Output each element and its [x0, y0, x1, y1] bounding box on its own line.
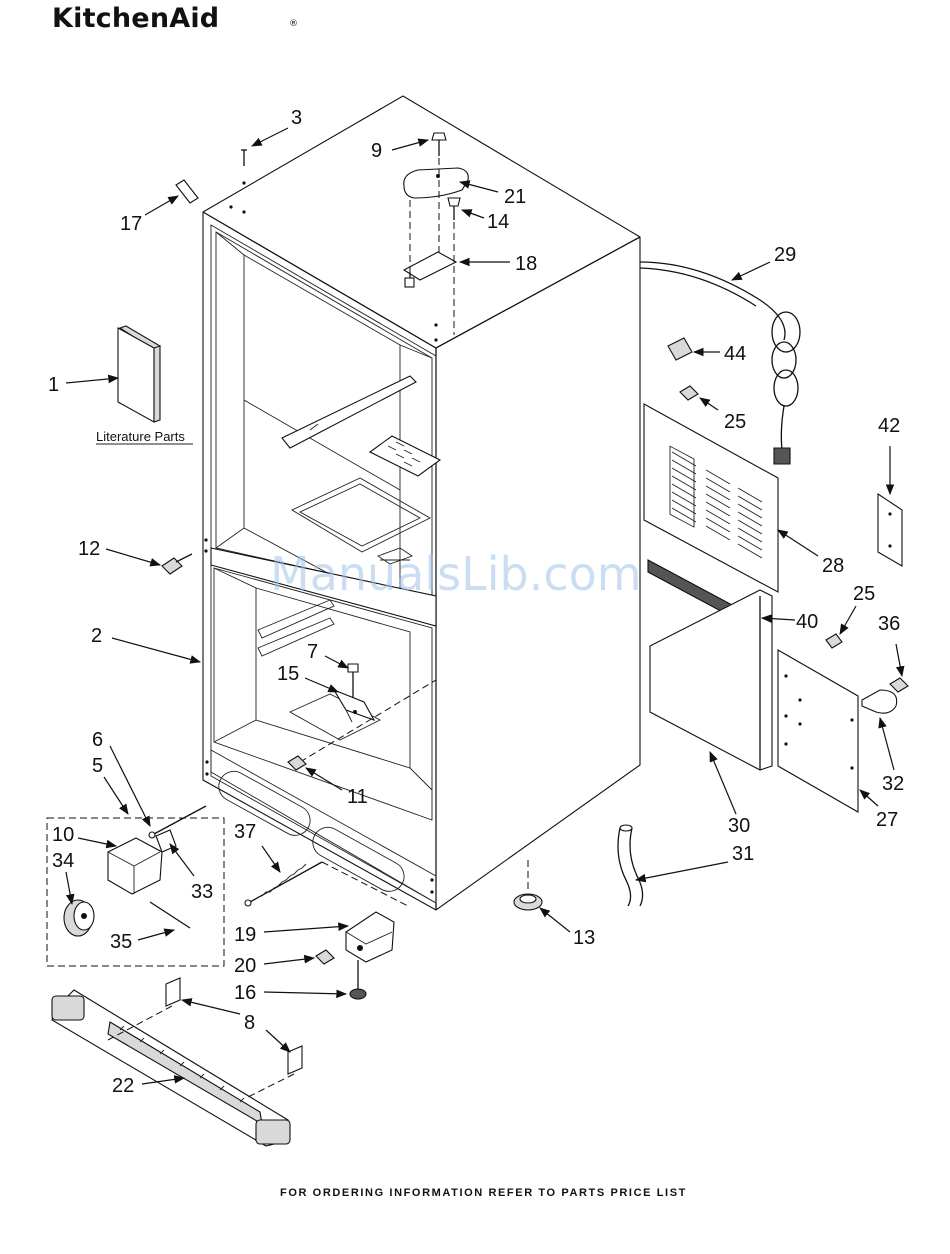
registered-mark: ® [289, 19, 298, 29]
callout-27: 27 [876, 809, 898, 831]
callout-12: 12 [78, 538, 100, 560]
screw-part-25-lower [826, 634, 842, 648]
plate-part-42 [878, 494, 902, 566]
bolt-part-8 [149, 806, 206, 838]
callout-34: 34 [52, 850, 74, 872]
callout-25-lower: 25 [853, 583, 875, 605]
callout-19: 19 [234, 924, 256, 946]
callout-35: 35 [110, 931, 132, 953]
screw-part-20 [316, 950, 334, 964]
callout-13: 13 [573, 927, 595, 949]
callout-37: 37 [234, 821, 256, 843]
callout-1: 1 [48, 374, 59, 396]
screw-part-36 [890, 678, 908, 692]
clamp-part-32 [862, 690, 897, 713]
kitchenaid-logo: KitchenAid ® [52, 3, 298, 34]
back-panel-part-27 [778, 650, 858, 812]
screw-part-12 [162, 554, 192, 574]
callout-15: 15 [277, 663, 299, 685]
callout-17: 17 [120, 213, 142, 235]
label-part-44 [668, 338, 692, 360]
callout-8: 6 [92, 729, 103, 751]
callout-31: 31 [732, 843, 754, 865]
compressor-cover-part-28 [644, 404, 778, 592]
callout-33: 33 [191, 881, 213, 903]
callout-42: 42 [878, 415, 900, 437]
refrigerator-cabinet [203, 96, 640, 910]
callout-21: 21 [504, 186, 526, 208]
foot-part-13 [514, 894, 542, 910]
brand-name: KitchenAid [52, 3, 219, 34]
callout-5: 5 [92, 755, 103, 777]
callout-36: 36 [878, 613, 900, 635]
nail-part-3 [241, 150, 247, 166]
callout-14: 14 [487, 211, 509, 233]
callout-9: 9 [371, 140, 382, 162]
callout-40: 40 [796, 611, 818, 633]
panel-part-30 [650, 590, 772, 770]
callout-2: 2 [91, 625, 102, 647]
callout-18: 18 [515, 253, 537, 275]
wheel-part-34 [64, 900, 94, 936]
screw-part-37 [245, 862, 322, 906]
axle-part-35 [150, 902, 190, 928]
drain-hose-part-31 [618, 825, 643, 906]
callout-29: 29 [774, 244, 796, 266]
callout-32: 32 [882, 773, 904, 795]
callout-3: 3 [291, 107, 302, 129]
tape-part-17 [176, 180, 198, 203]
screw-part-25-upper [680, 386, 698, 400]
callout-6: 8 [244, 1012, 255, 1034]
ordering-footer: FOR ORDERING INFORMATION REFER TO PARTS … [280, 1187, 687, 1199]
leveler-bracket-part-19 [346, 912, 394, 962]
watermark: ManualsLib.com [270, 547, 642, 601]
callout-30: 30 [728, 815, 750, 837]
callout-10: 10 [52, 824, 74, 846]
callout-28: 28 [822, 555, 844, 577]
callout-25-upper: 25 [724, 411, 746, 433]
callout-11: 11 [347, 786, 368, 808]
callout-7: 7 [307, 641, 318, 663]
callout-16: 16 [234, 982, 256, 1004]
literature-booklet-part-1 [118, 326, 160, 422]
leveling-leg-part-16 [350, 960, 366, 999]
callout-20: 20 [234, 955, 256, 977]
dashed-line-22b [246, 1074, 294, 1098]
roller-bracket-part-10 [108, 838, 162, 894]
callout-22: 22 [112, 1075, 134, 1097]
callout-44: 44 [724, 343, 746, 365]
literature-parts-label: Literature Parts [96, 429, 185, 444]
